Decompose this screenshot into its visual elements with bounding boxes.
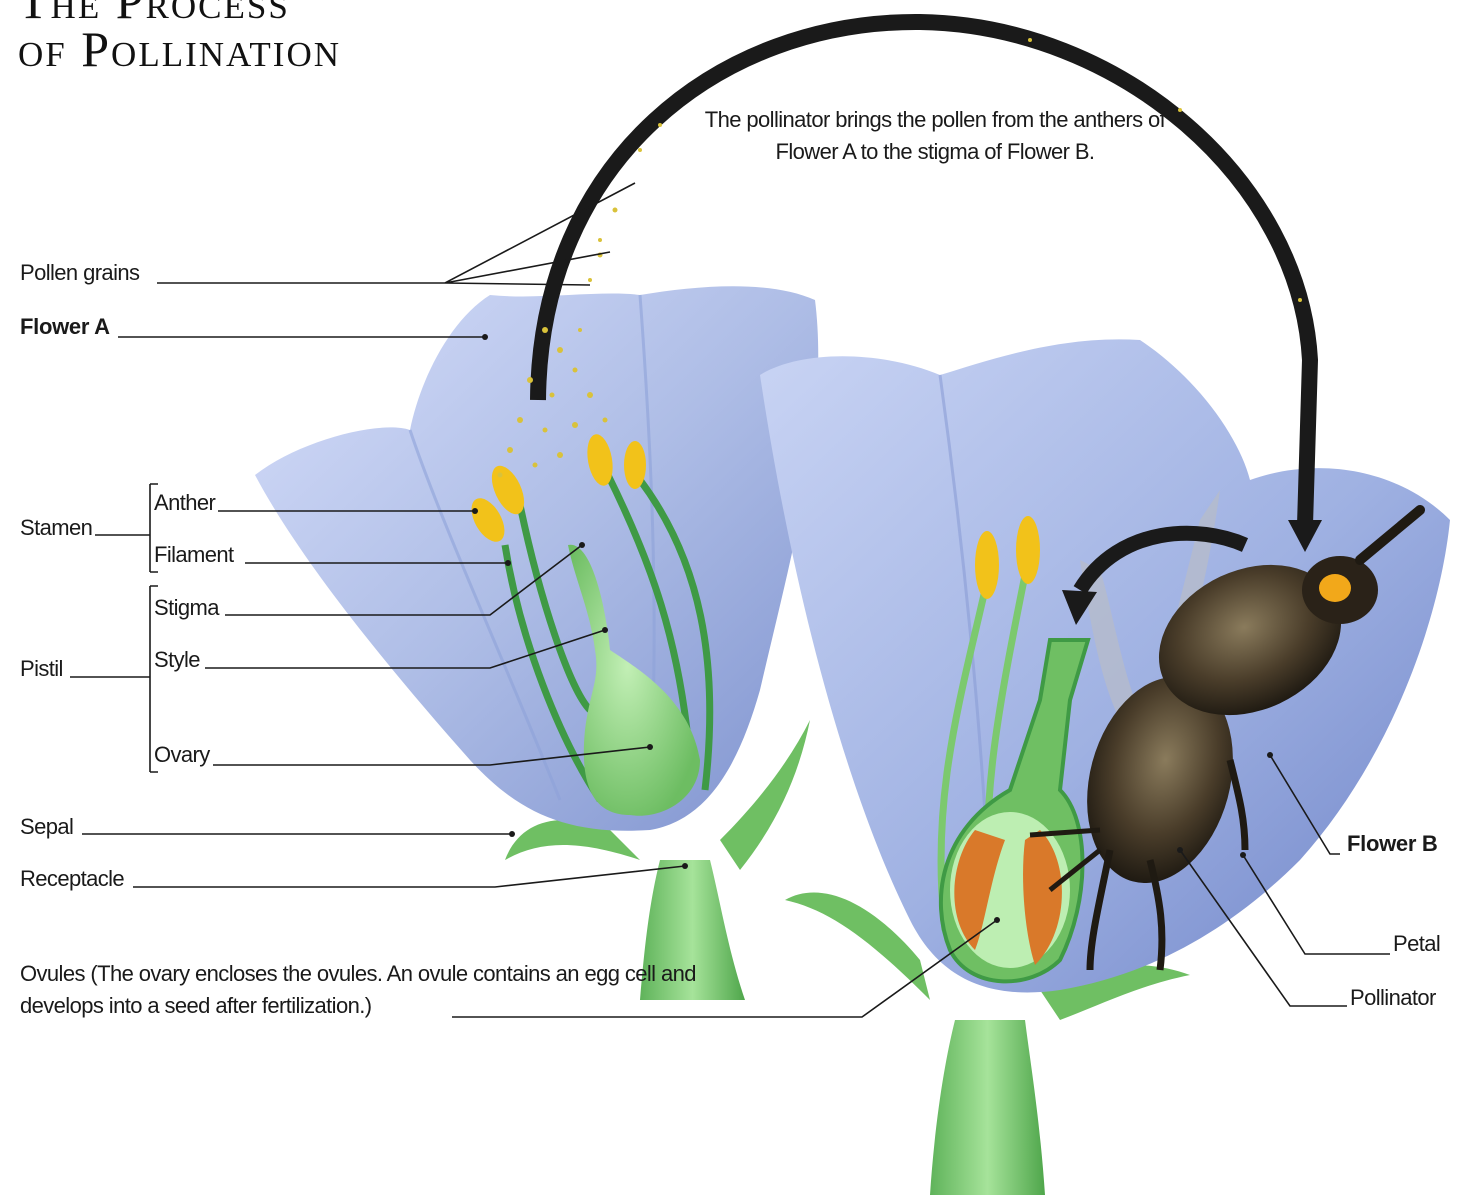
label-flower-b: Flower B <box>1347 831 1438 857</box>
label-filament: Filament <box>154 542 234 568</box>
leader-receptacle <box>133 866 685 887</box>
label-style: Style <box>154 647 200 673</box>
label-pollen-grains: Pollen grains <box>20 260 139 286</box>
flower-a-anther-4 <box>624 441 646 489</box>
label-stigma: Stigma <box>154 595 219 621</box>
page-title-line-2: of Pollination <box>18 20 341 78</box>
label-receptacle: Receptacle <box>20 866 124 892</box>
bee-yellow-patch <box>1319 574 1351 602</box>
bracket-stamen <box>95 484 158 572</box>
label-ovary: Ovary <box>154 742 210 768</box>
label-petal: Petal <box>1393 931 1440 957</box>
label-ovules: Ovules (The ovary encloses the ovules. A… <box>20 958 720 1022</box>
label-sepal: Sepal <box>20 814 73 840</box>
arrow-annotation: The pollinator brings the pollen from th… <box>700 104 1170 168</box>
label-anther: Anther <box>154 490 215 516</box>
flower-b-anther-1 <box>975 531 999 599</box>
flower-b-receptacle <box>930 1020 1045 1195</box>
flower-b-anther-2 <box>1016 516 1040 584</box>
label-pollinator: Pollinator <box>1350 985 1436 1011</box>
label-stamen: Stamen <box>20 515 92 541</box>
bracket-pistil <box>70 586 158 772</box>
label-flower-a: Flower A <box>20 314 110 340</box>
label-pistil: Pistil <box>20 656 63 682</box>
